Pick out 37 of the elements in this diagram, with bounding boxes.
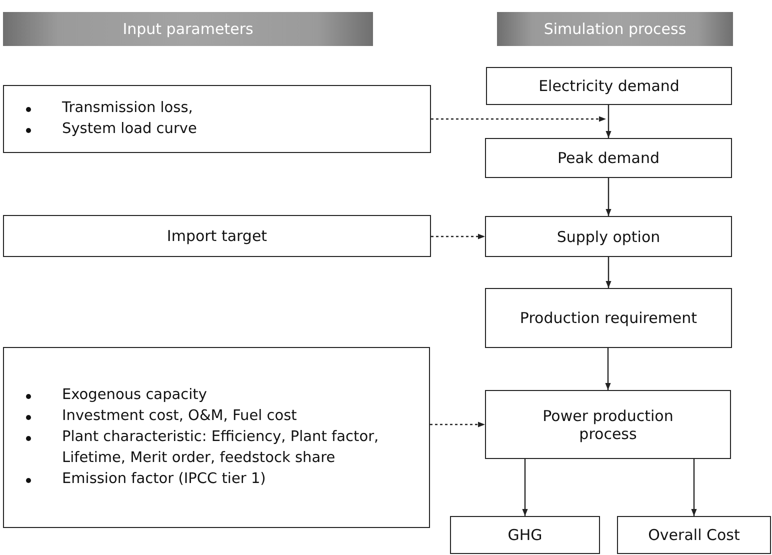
- arrow: [606, 178, 612, 216]
- process-box: [485, 138, 732, 178]
- arrow: [606, 257, 612, 288]
- process-box: [485, 390, 731, 459]
- node-label: Production requirement: [518, 309, 698, 327]
- arrow: [522, 459, 528, 516]
- parameter-box: [3, 347, 430, 528]
- node-label: Input parameters: [122, 20, 254, 38]
- process-box: [617, 516, 771, 554]
- list-item: System load curve: [26, 119, 197, 140]
- list-item: Transmission loss,: [26, 98, 197, 119]
- node-label: Import target: [166, 227, 268, 245]
- node-label: GHG: [506, 526, 544, 544]
- process-box: [3, 215, 431, 257]
- node-label: Peak demand: [556, 149, 660, 167]
- node-label: Power production process: [542, 406, 674, 442]
- process-box: [486, 67, 732, 105]
- node-label: Electricity demand: [538, 77, 680, 95]
- dotted-arrow: [431, 116, 606, 122]
- dotted-arrow: [430, 422, 485, 428]
- node-label: Simulation process: [542, 20, 688, 38]
- list-item: Investment cost, O&M, Fuel cost: [26, 406, 429, 427]
- arrow: [691, 459, 697, 516]
- node-label: Overall Cost: [647, 526, 741, 544]
- process-box: [485, 216, 732, 257]
- column-header: [3, 12, 373, 46]
- list-item: Exogenous capacity: [26, 384, 429, 406]
- arrow: [605, 348, 611, 390]
- list-item: Plant characteristic: Efficiency, Plant factor, Lifetime, Merit order, feedstock share: [26, 426, 429, 470]
- arrow: [606, 105, 612, 138]
- dotted-arrow: [431, 234, 485, 240]
- parameter-box: [3, 85, 431, 153]
- process-box: [485, 288, 732, 348]
- node-label: Supply option: [556, 228, 662, 246]
- list-item: Emission factor (IPCC tier 1): [26, 469, 429, 490]
- column-header: [497, 12, 733, 46]
- process-box: [450, 516, 600, 554]
